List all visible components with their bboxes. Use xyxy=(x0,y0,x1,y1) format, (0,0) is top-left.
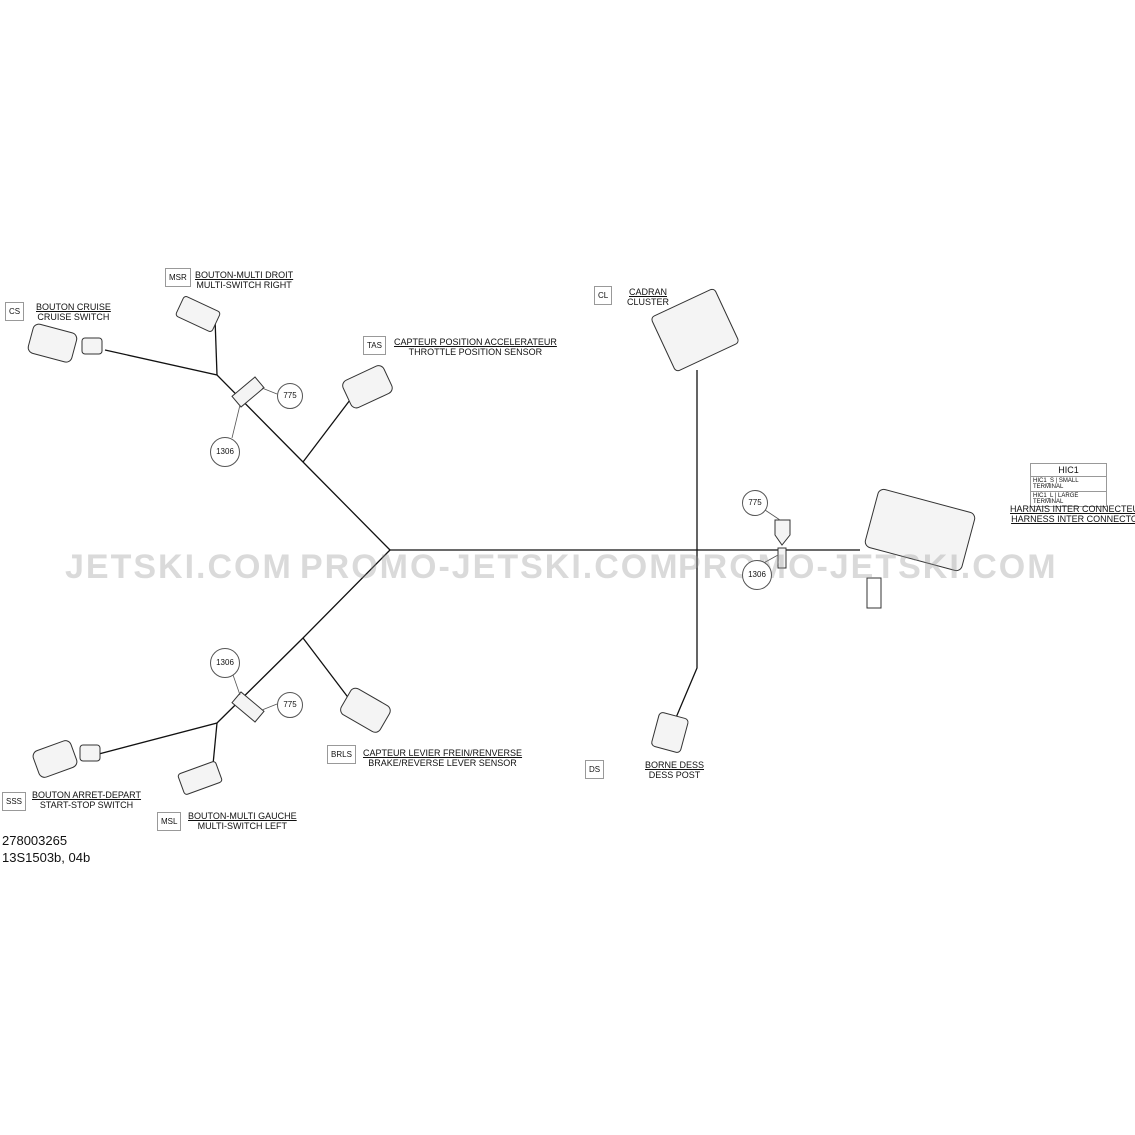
ds-connector xyxy=(651,712,689,753)
cluster-connector xyxy=(651,288,739,372)
brls-connector xyxy=(340,687,391,733)
msr-code: MSR xyxy=(165,268,191,287)
part-number: 278003265 xyxy=(2,833,68,848)
harness-wires xyxy=(94,317,860,776)
callout-775: 775 xyxy=(277,383,303,409)
tas-connector xyxy=(342,365,393,409)
sss-code: SSS xyxy=(2,792,27,811)
msr-connector xyxy=(175,296,221,332)
callout-1306: 1306 xyxy=(742,560,772,590)
tas-code: TAS xyxy=(363,336,386,355)
clip-right xyxy=(774,519,791,569)
clip-upper xyxy=(231,376,265,408)
drawing-number: 13S1503b, 04b xyxy=(2,850,91,865)
watermark: PROMO-JETSKI.COM xyxy=(678,548,1058,586)
hic-terminal-table: HIC1 HIC1_S | SMALL TERMINAL HIC1_L | LA… xyxy=(1030,463,1107,507)
msl-code: MSL xyxy=(157,812,182,831)
clip-lower xyxy=(231,691,265,723)
cl-code: CL xyxy=(594,286,613,305)
cs-code: CS xyxy=(5,302,25,321)
watermark: JETSKI.COM xyxy=(65,548,293,586)
watermark: PROMO-JETSKI.COM xyxy=(300,548,680,586)
msl-connector xyxy=(177,761,223,795)
callout-775: 775 xyxy=(277,692,303,718)
sss-connector xyxy=(32,740,78,778)
brls-code: BRLS xyxy=(327,745,356,764)
callout-1306: 1306 xyxy=(210,648,240,678)
callout-1306: 1306 xyxy=(210,437,240,467)
callout-775: 775 xyxy=(742,490,768,516)
cs-connector xyxy=(27,323,78,363)
hic-connector xyxy=(864,488,976,572)
ds-code: DS xyxy=(585,760,605,779)
